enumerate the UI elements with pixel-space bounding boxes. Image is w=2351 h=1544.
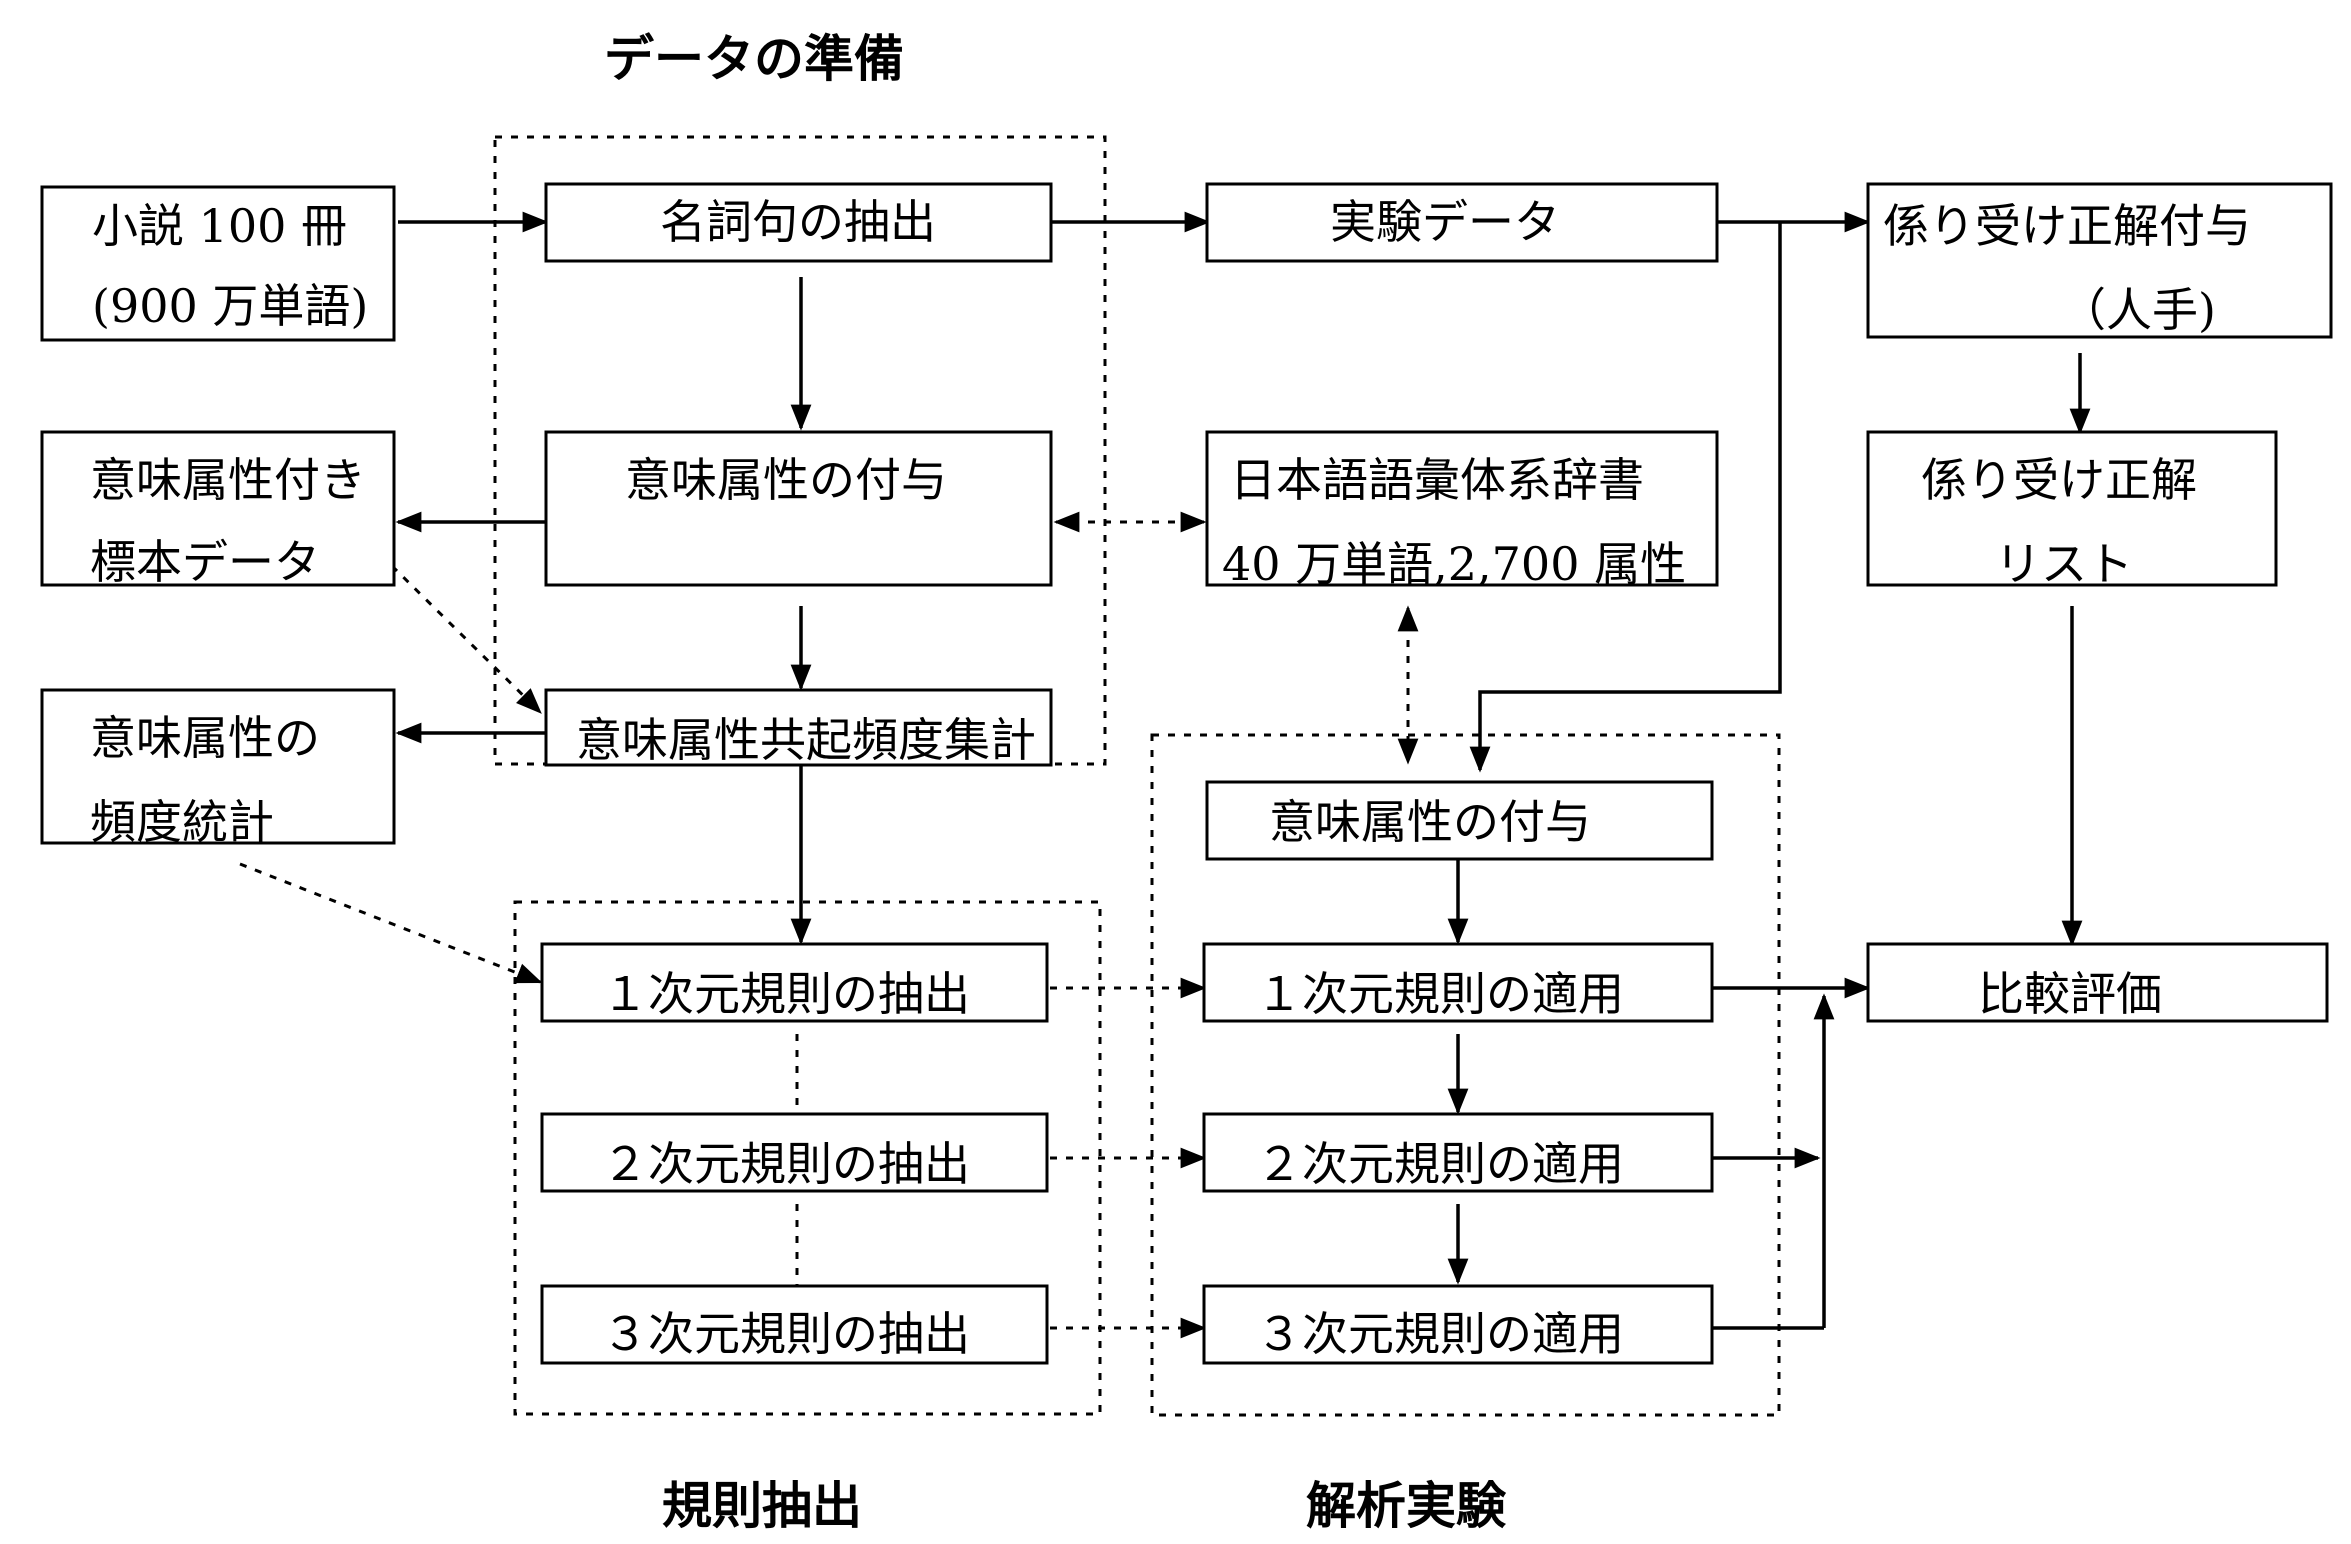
node-label: １次元規則の適用 [1256,967,1624,1021]
node-extract-rule-1: １次元規則の抽出 [540,942,1049,1023]
node-label: ２次元規則の適用 [1256,1137,1624,1191]
node-dependency-annotation: 係り受け正解付与 （人手) [1866,182,2333,339]
node-label: 40 万単語,2,700 属性 [1222,537,1686,591]
node-label: （人手) [2060,283,2216,337]
node-label: 小説 100 冊 [92,199,347,253]
node-label: 頻度統計 [90,795,274,849]
section-title-data-prep: データの準備 [604,29,904,88]
node-label: 係り受け正解 [1921,453,2197,507]
arrow-freq-to-rule1 [239,862,543,984]
node-cooccurrence-count: 意味属性共起頻度集計 [544,688,1053,767]
node-attribute-frequency-stats: 意味属性の 頻度統計 [40,688,396,849]
node-experiment-data: 実験データ [1205,182,1719,263]
section-title-analysis-experiment: 解析実験 [1306,1476,1507,1535]
node-apply-rule-2: ２次元規則の適用 [1202,1112,1714,1193]
arrow-sample-to-cooc [390,564,542,714]
node-label: リスト [1995,537,2133,591]
section-title-rule-extraction: 規則抽出 [662,1476,862,1535]
node-label: 意味属性付き [90,453,366,507]
node-noun-phrase-extraction: 名詞句の抽出 [544,182,1053,263]
node-novels: 小説 100 冊 (900 万単語) [40,185,396,342]
node-label: １次元規則の抽出 [602,967,970,1021]
node-label: 実験データ [1330,195,1560,249]
rule-extraction-group [513,900,1102,1416]
node-assign-attributes-exp: 意味属性の付与 [1205,780,1714,861]
node-extract-rule-2: ２次元規則の抽出 [540,1112,1049,1193]
node-label: 意味属性の付与 [1269,795,1591,849]
node-apply-rule-3: ３次元規則の適用 [1202,1284,1714,1365]
arrow-expdata-to-assign-exp [1469,222,1782,773]
node-dependency-list: 係り受け正解 リスト [1866,430,2278,591]
node-label: ３次元規則の抽出 [602,1307,970,1361]
node-comparison: 比較評価 [1866,942,2329,1023]
node-label: ３次元規則の適用 [1256,1307,1624,1361]
node-thesaurus: 日本語語彙体系辞書 40 万単語,2,700 属性 [1205,430,1719,591]
analysis-experiment-group [1150,733,1781,1417]
dashed-arrows [239,511,1419,1339]
solid-arrows [395,211,2091,1330]
node-tagged-sample-data: 意味属性付き 標本データ [40,430,396,589]
node-label: 比較評価 [1978,967,2162,1021]
node-label: 係り受け正解付与 [1883,199,2251,253]
node-assign-attributes-prep: 意味属性の付与 [544,430,1053,587]
node-apply-rule-1: １次元規則の適用 [1202,942,1714,1023]
node-label: 意味属性共起頻度集計 [576,713,1036,767]
node-label: 意味属性の付与 [625,453,947,507]
node-label: 名詞句の抽出 [660,195,936,249]
node-label: 意味属性の [90,711,320,765]
node-label: (900 万単語) [92,279,368,333]
node-extract-rule-3: ３次元規則の抽出 [540,1284,1049,1365]
node-label: ２次元規則の抽出 [602,1137,970,1191]
node-label: 標本データ [90,535,320,589]
node-label: 日本語語彙体系辞書 [1230,453,1644,507]
